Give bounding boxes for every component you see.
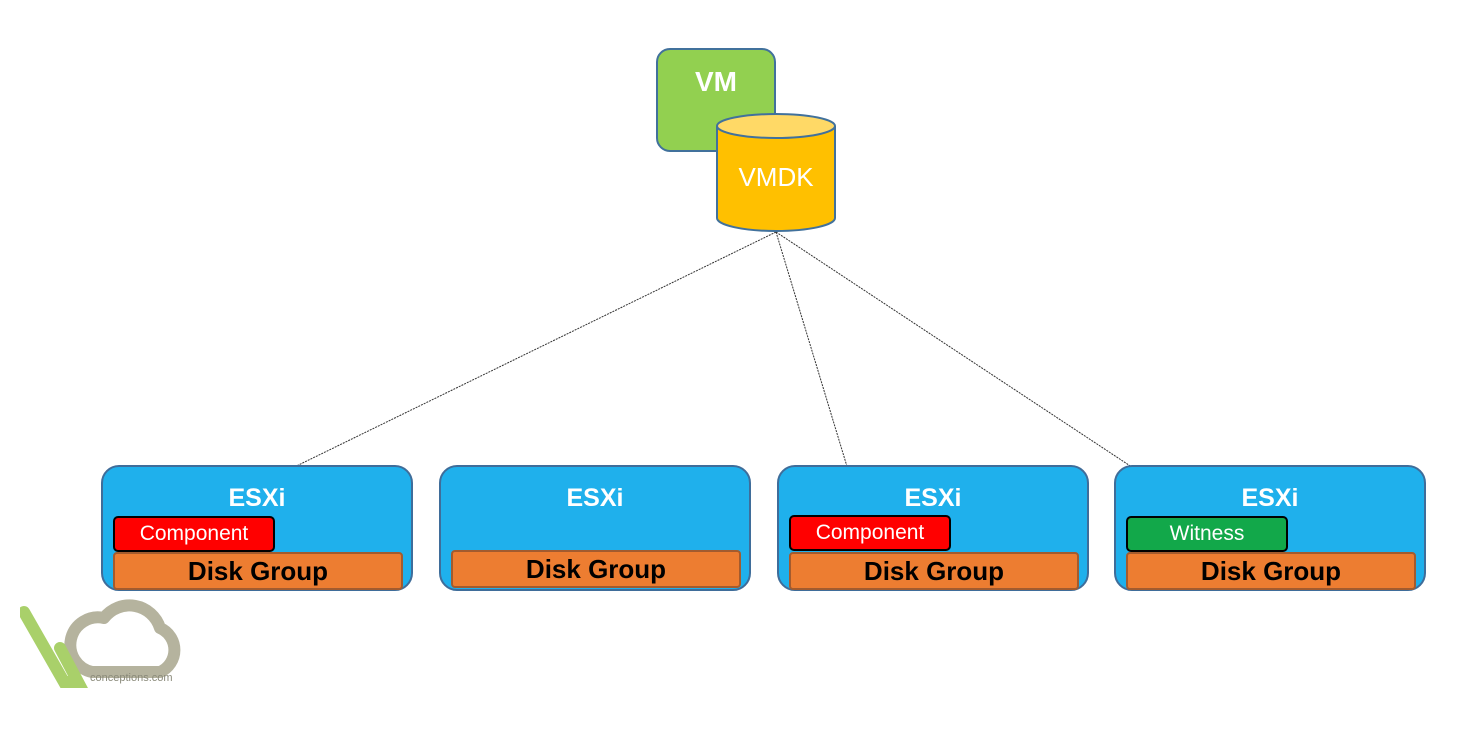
component-badge: Component (789, 515, 951, 551)
esxi-host-title: ESXi (228, 484, 286, 512)
esxi-host-title: ESXi (904, 484, 962, 512)
vmdk-node: VMDK (715, 112, 837, 234)
vmdk-label: VMDK (738, 162, 814, 192)
disk-group: Disk Group (113, 552, 403, 590)
logo-text: conceptions.com (90, 672, 173, 684)
disk-group: Disk Group (451, 550, 741, 588)
esxi-host-4: ESXi Disk Group Witness (1114, 465, 1426, 591)
witness-badge: Witness (1126, 516, 1288, 552)
cloud-logo-icon (18, 599, 181, 688)
esxi-host-title: ESXi (1241, 484, 1299, 512)
vm-label: VM (695, 66, 737, 97)
esxi-host-2: ESXi Disk Group (439, 465, 751, 591)
esxi-host-3: ESXi Disk Group Component (777, 465, 1089, 591)
vconceptions-logo: conceptions.com (18, 590, 190, 700)
vmdk-cylinder (716, 113, 836, 232)
esxi-host-1: ESXi Disk Group Component (101, 465, 413, 591)
component-badge: Component (113, 516, 275, 552)
disk-group: Disk Group (1126, 552, 1416, 590)
esxi-host-title: ESXi (566, 484, 624, 512)
disk-group: Disk Group (789, 552, 1079, 590)
